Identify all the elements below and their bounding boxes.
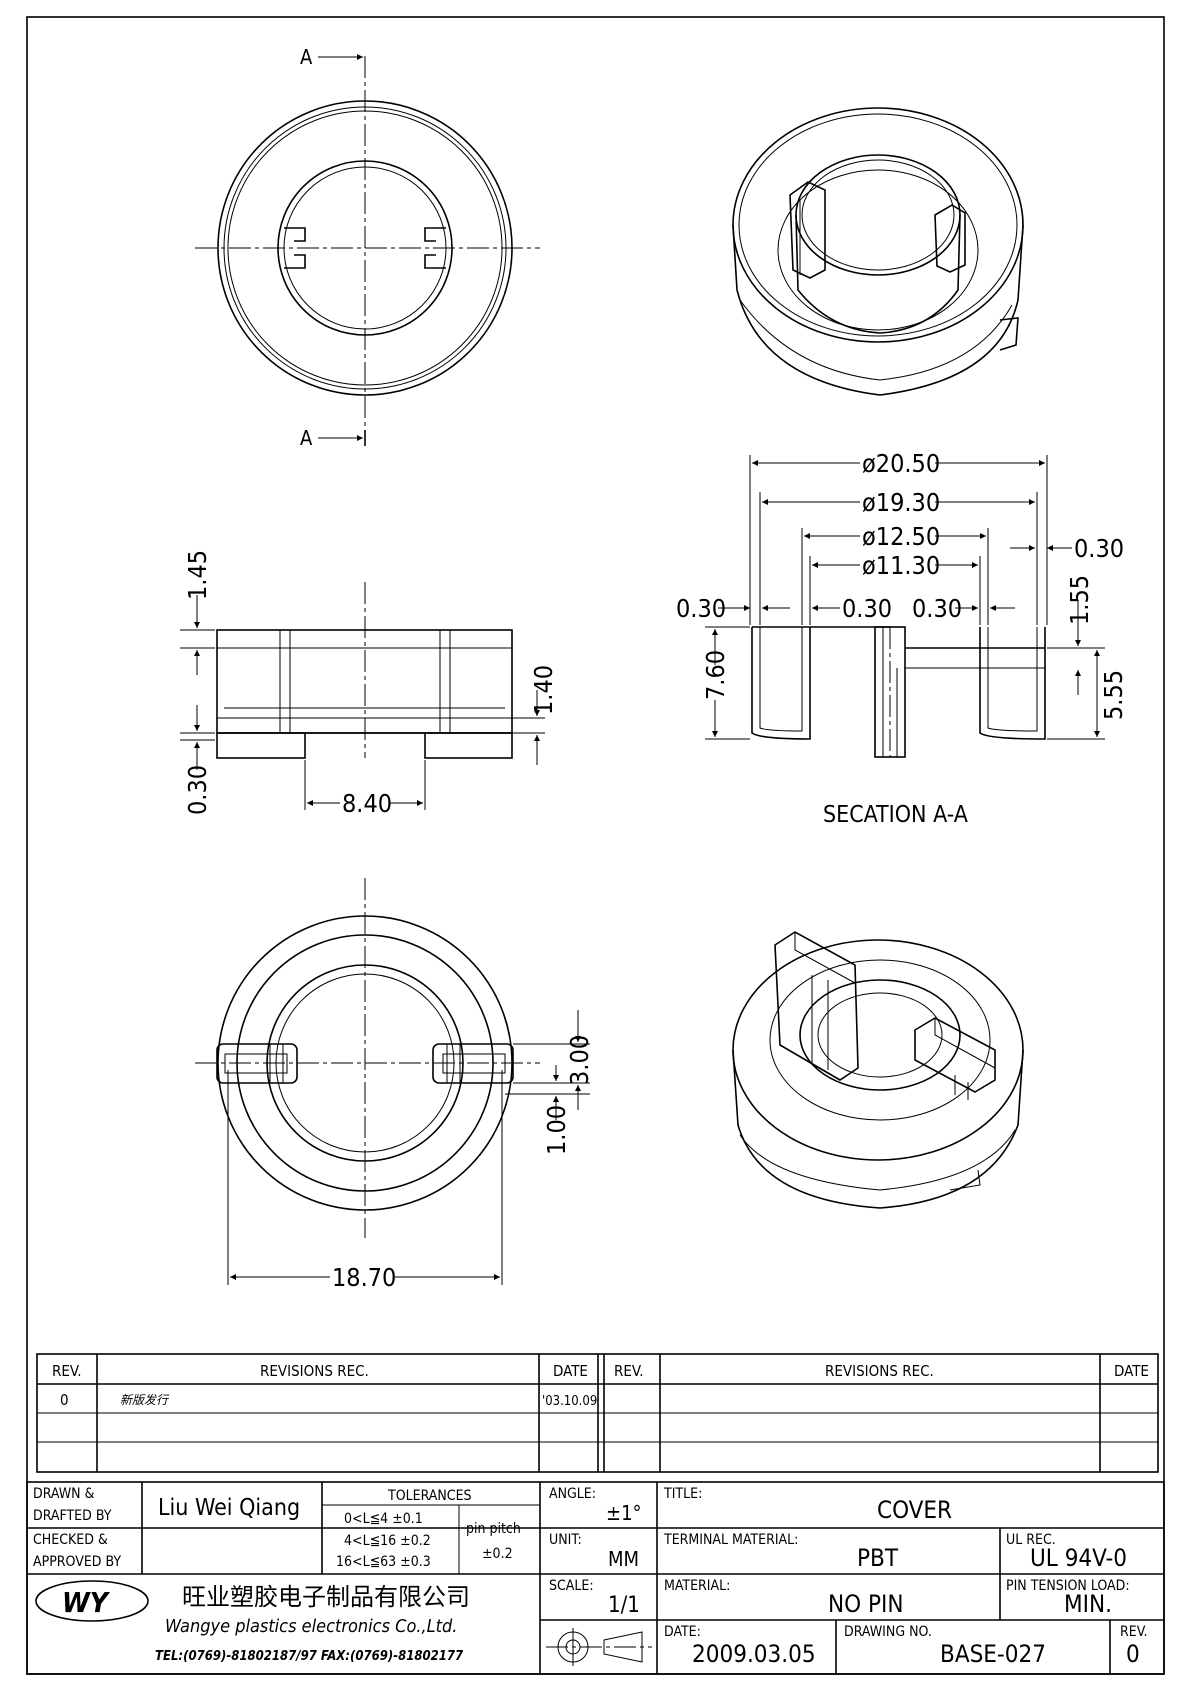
drawn-label-1: DRAWN & <box>33 1486 95 1502</box>
projection-symbol <box>546 1628 652 1666</box>
dim-sec-d3: ø12.50 <box>862 522 940 551</box>
rev-value: 0 <box>1126 1640 1140 1668</box>
dim-sec-h-top: 1.55 <box>1065 575 1094 625</box>
material-value: NO PIN <box>828 1590 904 1618</box>
dim-sec-d2: ø19.30 <box>862 488 940 517</box>
section-marker-top: A <box>300 45 313 69</box>
tol-row-3: 16<L≦63 ±0.3 <box>336 1554 431 1570</box>
pin-tension-label: PIN TENSION LOAD: <box>1006 1578 1130 1594</box>
rev-header-left: REV. <box>52 1362 81 1380</box>
drawn-label-2: DRAFTED BY <box>33 1508 112 1524</box>
revision-table: REV. REVISIONS REC. DATE REV. REVISIONS … <box>36 1353 1159 1473</box>
company-name-en: Wangye plastics electronics Co.,Ltd. <box>165 1616 457 1637</box>
sheet-border <box>26 16 1165 1675</box>
logo-text: WY <box>62 1586 111 1619</box>
section-view: ø20.50 ø19.30 ø12.50 ø11.30 0.30 0.30 0.… <box>676 449 1128 828</box>
tolerances-label: TOLERANCES <box>387 1488 472 1504</box>
checked-label-1: CHECKED & <box>33 1532 108 1548</box>
dim-bot-slot: 3.00 <box>565 1035 594 1085</box>
dim-side-top: 1.45 <box>183 550 212 600</box>
rev-row-0-rev: 0 <box>60 1391 69 1409</box>
checked-label-2: APPROVED BY <box>33 1554 121 1570</box>
rec-header-left: REVISIONS REC. <box>260 1362 369 1380</box>
pin-pitch-value: ±0.2 <box>482 1546 513 1562</box>
rec-header-right: REVISIONS REC. <box>825 1362 934 1380</box>
date-header-left: DATE <box>553 1362 588 1380</box>
rev-header-right: REV. <box>614 1362 643 1380</box>
date-header-right: DATE <box>1114 1362 1149 1380</box>
company-name-cn: 旺业塑胶电子制品有限公司 <box>182 1583 470 1611</box>
dim-side-mid: 1.40 <box>529 665 558 715</box>
ul-value: UL 94V-0 <box>1030 1544 1127 1572</box>
angle-label: ANGLE: <box>549 1486 596 1502</box>
rev-label: REV. <box>1120 1624 1148 1640</box>
section-title: SECATION A-A <box>823 802 968 828</box>
rev-row-0-date: '03.10.09 <box>542 1394 597 1409</box>
dim-sec-wall-m1: 0.30 <box>842 594 892 623</box>
dim-sec-h-total: 7.60 <box>701 650 730 700</box>
rev-row-0-rec: 新版发行 <box>120 1393 170 1407</box>
drawing-no-value: BASE-027 <box>940 1640 1046 1668</box>
scale-label: SCALE: <box>549 1578 594 1594</box>
dim-bot-width: 18.70 <box>332 1263 396 1292</box>
side-view: 1.45 0.30 1.40 8.40 <box>180 550 558 818</box>
pin-tension-value: MIN. <box>1064 1590 1112 1618</box>
section-marker-bottom: A <box>300 426 313 450</box>
dim-side-bottom: 0.30 <box>183 765 212 815</box>
drawn-by-value: Liu Wei Qiang <box>158 1495 300 1521</box>
title-label: TITLE: <box>663 1486 702 1502</box>
scale-value: 1/1 <box>608 1593 640 1618</box>
dim-sec-wall-l: 0.30 <box>676 594 726 623</box>
pin-pitch-label: pin pitch <box>466 1521 521 1537</box>
terminal-label: TERMINAL MATERIAL: <box>663 1532 798 1548</box>
dim-sec-d1: ø20.50 <box>862 449 940 478</box>
tol-row-1: 0<L≦4 ±0.1 <box>344 1511 423 1527</box>
title-block: DRAWN & DRAFTED BY Liu Wei Qiang CHECKED… <box>26 1481 1165 1675</box>
dim-sec-wall-r: 0.30 <box>1074 534 1124 563</box>
dim-sec-d4: ø11.30 <box>862 551 940 580</box>
dim-bot-tab: 1.00 <box>542 1105 571 1155</box>
date-value: 2009.03.05 <box>692 1640 816 1668</box>
dim-sec-wall-m2: 0.30 <box>912 594 962 623</box>
iso-view-top <box>732 107 1024 396</box>
company-contact: TEL:(0769)-81802187/97 FAX:(0769)-818021… <box>155 1649 464 1664</box>
material-label: MATERIAL: <box>664 1578 730 1594</box>
company-logo: WY <box>35 1580 149 1622</box>
angle-value: ±1° <box>606 1501 642 1525</box>
drawing-no-label: DRAWING NO. <box>844 1624 932 1640</box>
tol-row-2: 4<L≦16 ±0.2 <box>344 1533 431 1549</box>
unit-value: MM <box>608 1547 639 1571</box>
title-value: COVER <box>877 1496 952 1524</box>
terminal-value: PBT <box>857 1544 899 1572</box>
bottom-view: 3.00 1.00 18.70 <box>195 878 594 1292</box>
ul-label: UL REC. <box>1006 1532 1056 1548</box>
top-view: A A <box>195 45 540 450</box>
dim-side-gap: 8.40 <box>342 789 392 818</box>
date-label: DATE: <box>664 1624 701 1640</box>
dim-sec-h-inner: 5.55 <box>1099 670 1128 720</box>
iso-view-bottom <box>732 931 1024 1209</box>
unit-label: UNIT: <box>549 1532 582 1548</box>
